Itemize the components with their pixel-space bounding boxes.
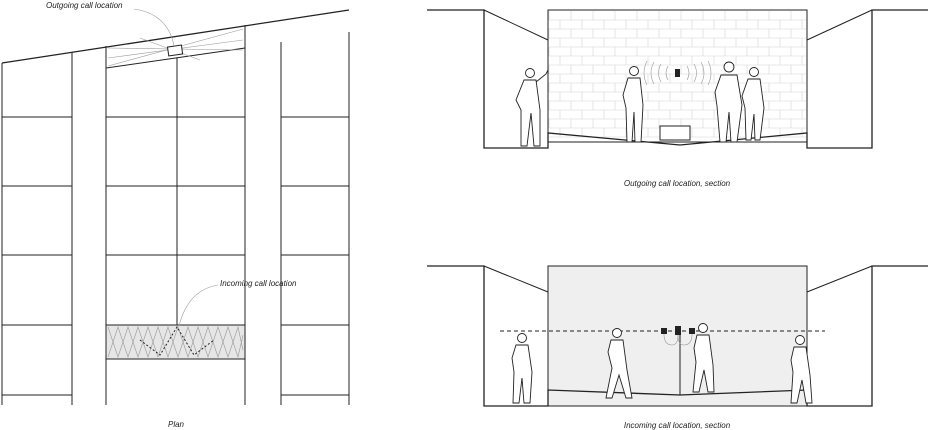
plan-left-block [1,52,73,405]
plan-outgoing-zone [105,28,246,69]
plan-street-edge [1,9,350,64]
outgoing-street-profile [427,9,928,149]
person-silhouette [515,68,549,147]
outgoing-section-caption: Outgoing call location, section [624,179,731,188]
plan-drawing: Outgoing call location Incoming call loc… [1,1,350,429]
incoming-callout-label: Incoming call location [220,279,297,288]
plan-right-block [280,32,350,405]
person-silhouette [511,333,533,404]
person-silhouette [692,323,715,393]
plan-caption: Plan [168,420,185,429]
incoming-section-caption: Incoming call location, section [624,421,731,430]
plan-grid [106,58,245,325]
back-wall-shaded [547,265,808,407]
incoming-section: Incoming call location, section [427,265,928,430]
outgoing-section: Outgoing call location, section [427,9,928,188]
person-silhouette [605,328,633,399]
sound-waves [643,60,712,86]
floor-box [659,125,691,141]
outgoing-callout-leader [133,8,175,47]
incoming-callout-leader [178,284,219,327]
person-silhouette [741,67,765,141]
outgoing-callout-label: Outgoing call location [46,1,123,10]
plan-incoming-zone [105,324,246,360]
person-silhouette [714,61,743,143]
person-silhouette [790,335,813,404]
speaker-icon [675,69,680,77]
speaker-pair-icon [661,326,695,346]
person-silhouette [622,66,644,143]
speaker-box-icon [166,44,184,57]
